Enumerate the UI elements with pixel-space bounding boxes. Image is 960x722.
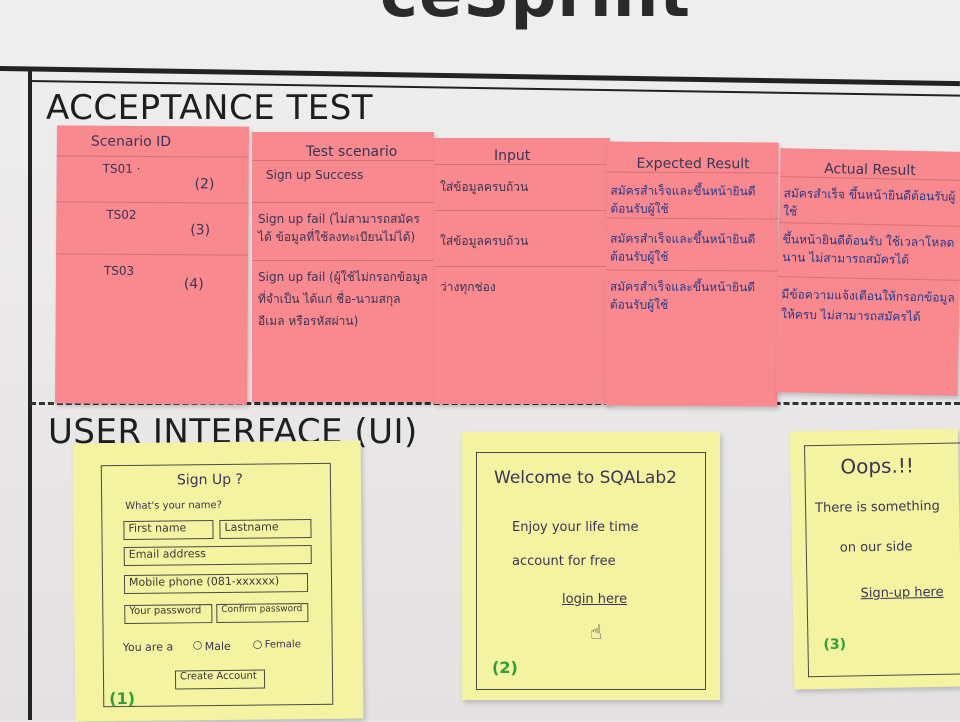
email-field: Email address [123,545,312,566]
input-text: ใส่ข้อมูลครบถ้วน [440,180,529,194]
password-field: Your password [124,604,213,624]
actual-text: ขึ้นหน้ายินดีต้อนรับ ใช้เวลาโหลดนาน ไม่ส… [782,232,955,267]
welcome-line1: Enjoy your life time [512,520,639,535]
note-input: Input ใส่ข้อมูลครบถ้วน ใส่ข้อมูลครบถ้วน … [434,138,610,404]
create-account-button: Create Account [174,669,266,690]
sticky-number: (3) [823,636,847,653]
column-header: Expected Result [636,155,750,173]
mobile-field: Mobile phone (081-xxxxxx) [123,573,309,594]
note-expected-result: Expected Result สมัครสำเร็จและขึ้นหน้ายิ… [605,141,779,407]
scenario-num: (4) [183,276,204,293]
note-rule [56,201,249,204]
login-pointer-icon: ☝ [590,620,603,644]
note-test-scenario: Test scenario Sign up Success Sign up fa… [252,132,434,402]
email-label: Email address [128,547,207,561]
oops-title: Oops.!! [840,453,915,479]
note-scenario-id: Scenario ID TS01 · (2) TS02 (3) TS03 (4) [55,125,249,405]
sticky-oops-wireframe: Oops.!! There is something on our side S… [789,428,960,690]
column-header: Scenario ID [90,133,172,151]
scenario-text: Sign up fail (ผู้ใช้ไม่กรอกข้อมูลที่จำเป… [258,270,428,328]
oops-line1: There is something [814,498,940,517]
input-text: ใส่ข้อมูลครบถ้วน [440,234,529,248]
male-label: Male [204,639,231,654]
actual-text: มีข้อความแจ้งเตือนให้กรอกข้อมูลให้ครบ ไม… [780,287,955,325]
first-name-label: First name [128,521,187,535]
gender-prefix: You are a [122,640,174,655]
scenario-id: TS01 · [102,161,141,176]
password-label: Your password [129,605,202,617]
sticky-signup-wireframe: Sign Up ? What's your name? First name L… [72,440,364,722]
scenario-id: TS03 [103,263,135,278]
scenario-text: Sign up Success [266,168,364,182]
expected-text: สมัครสำเร็จและขึ้นหน้ายินดีต้อนรับผู้ใช้ [610,183,756,216]
acceptance-test-heading: ACCEPTANCE TEST [46,88,374,128]
welcome-line2: account for free [512,554,616,569]
sticky-number: (2) [492,658,518,677]
scenario-num: (3) [190,222,211,239]
welcome-title: Welcome to SQALab2 [494,468,677,488]
last-name-label: Lastname [224,520,279,534]
scenario-text: Sign up fail (ไม่สามารถสมัครได้ ข้อมูลที… [258,212,420,244]
female-radio-icon: ○ [252,637,263,651]
first-name-field: First name [123,520,214,540]
actual-text: สมัครสำเร็จ ขึ้นหน้ายินดีต้อนรับผู้ใช้ [783,186,956,219]
board-title: ceSprint [380,0,691,32]
scenario-num: (2) [194,176,215,193]
column-header: Test scenario [306,144,398,160]
male-radio-icon: ○ [192,638,203,652]
signup-title: Sign Up ? [176,471,244,489]
scenario-id: TS02 [106,207,137,222]
confirm-password-field: Confirm password [216,603,309,624]
expected-text: สมัครสำเร็จและขึ้นหน้ายินดีต้อนรับผู้ใช้ [609,279,756,312]
note-rule [56,155,249,158]
expected-text: สมัครสำเร็จและขึ้นหน้ายินดีต้อนรับผู้ใช้ [610,231,756,264]
confirm-password-label: Confirm password [221,604,303,615]
note-actual-result: Actual Result สมัครสำเร็จ ขึ้นหน้ายินดีต… [775,148,960,396]
note-rule [777,276,960,281]
sticky-number: (1) [109,688,136,709]
note-rule [434,164,610,165]
create-account-label: Create Account [179,670,257,683]
note-rule [56,253,249,256]
note-rule [606,269,779,272]
sticky-welcome-wireframe: Welcome to SQALab2 Enjoy your life time … [462,432,720,700]
mobile-label: Mobile phone (081-xxxxxx) [128,574,280,589]
column-header: Actual Result [823,161,916,179]
female-label: Female [264,639,301,651]
oops-line2: on our side [839,539,913,556]
note-rule [252,202,434,203]
note-rule [434,266,610,267]
wireframe-frame [476,452,706,690]
login-link: login here [562,592,628,607]
column-header: Input [494,148,531,164]
signup-question: What's your name? [125,499,223,512]
frame-left-line [28,70,32,720]
note-rule [252,160,434,161]
input-text: ว่างทุกช่อง [440,280,496,294]
note-rule [434,210,610,211]
note-rule [252,260,434,261]
last-name-field: Lastname [219,519,312,539]
oops-signup-link: Sign-up here [860,584,944,602]
